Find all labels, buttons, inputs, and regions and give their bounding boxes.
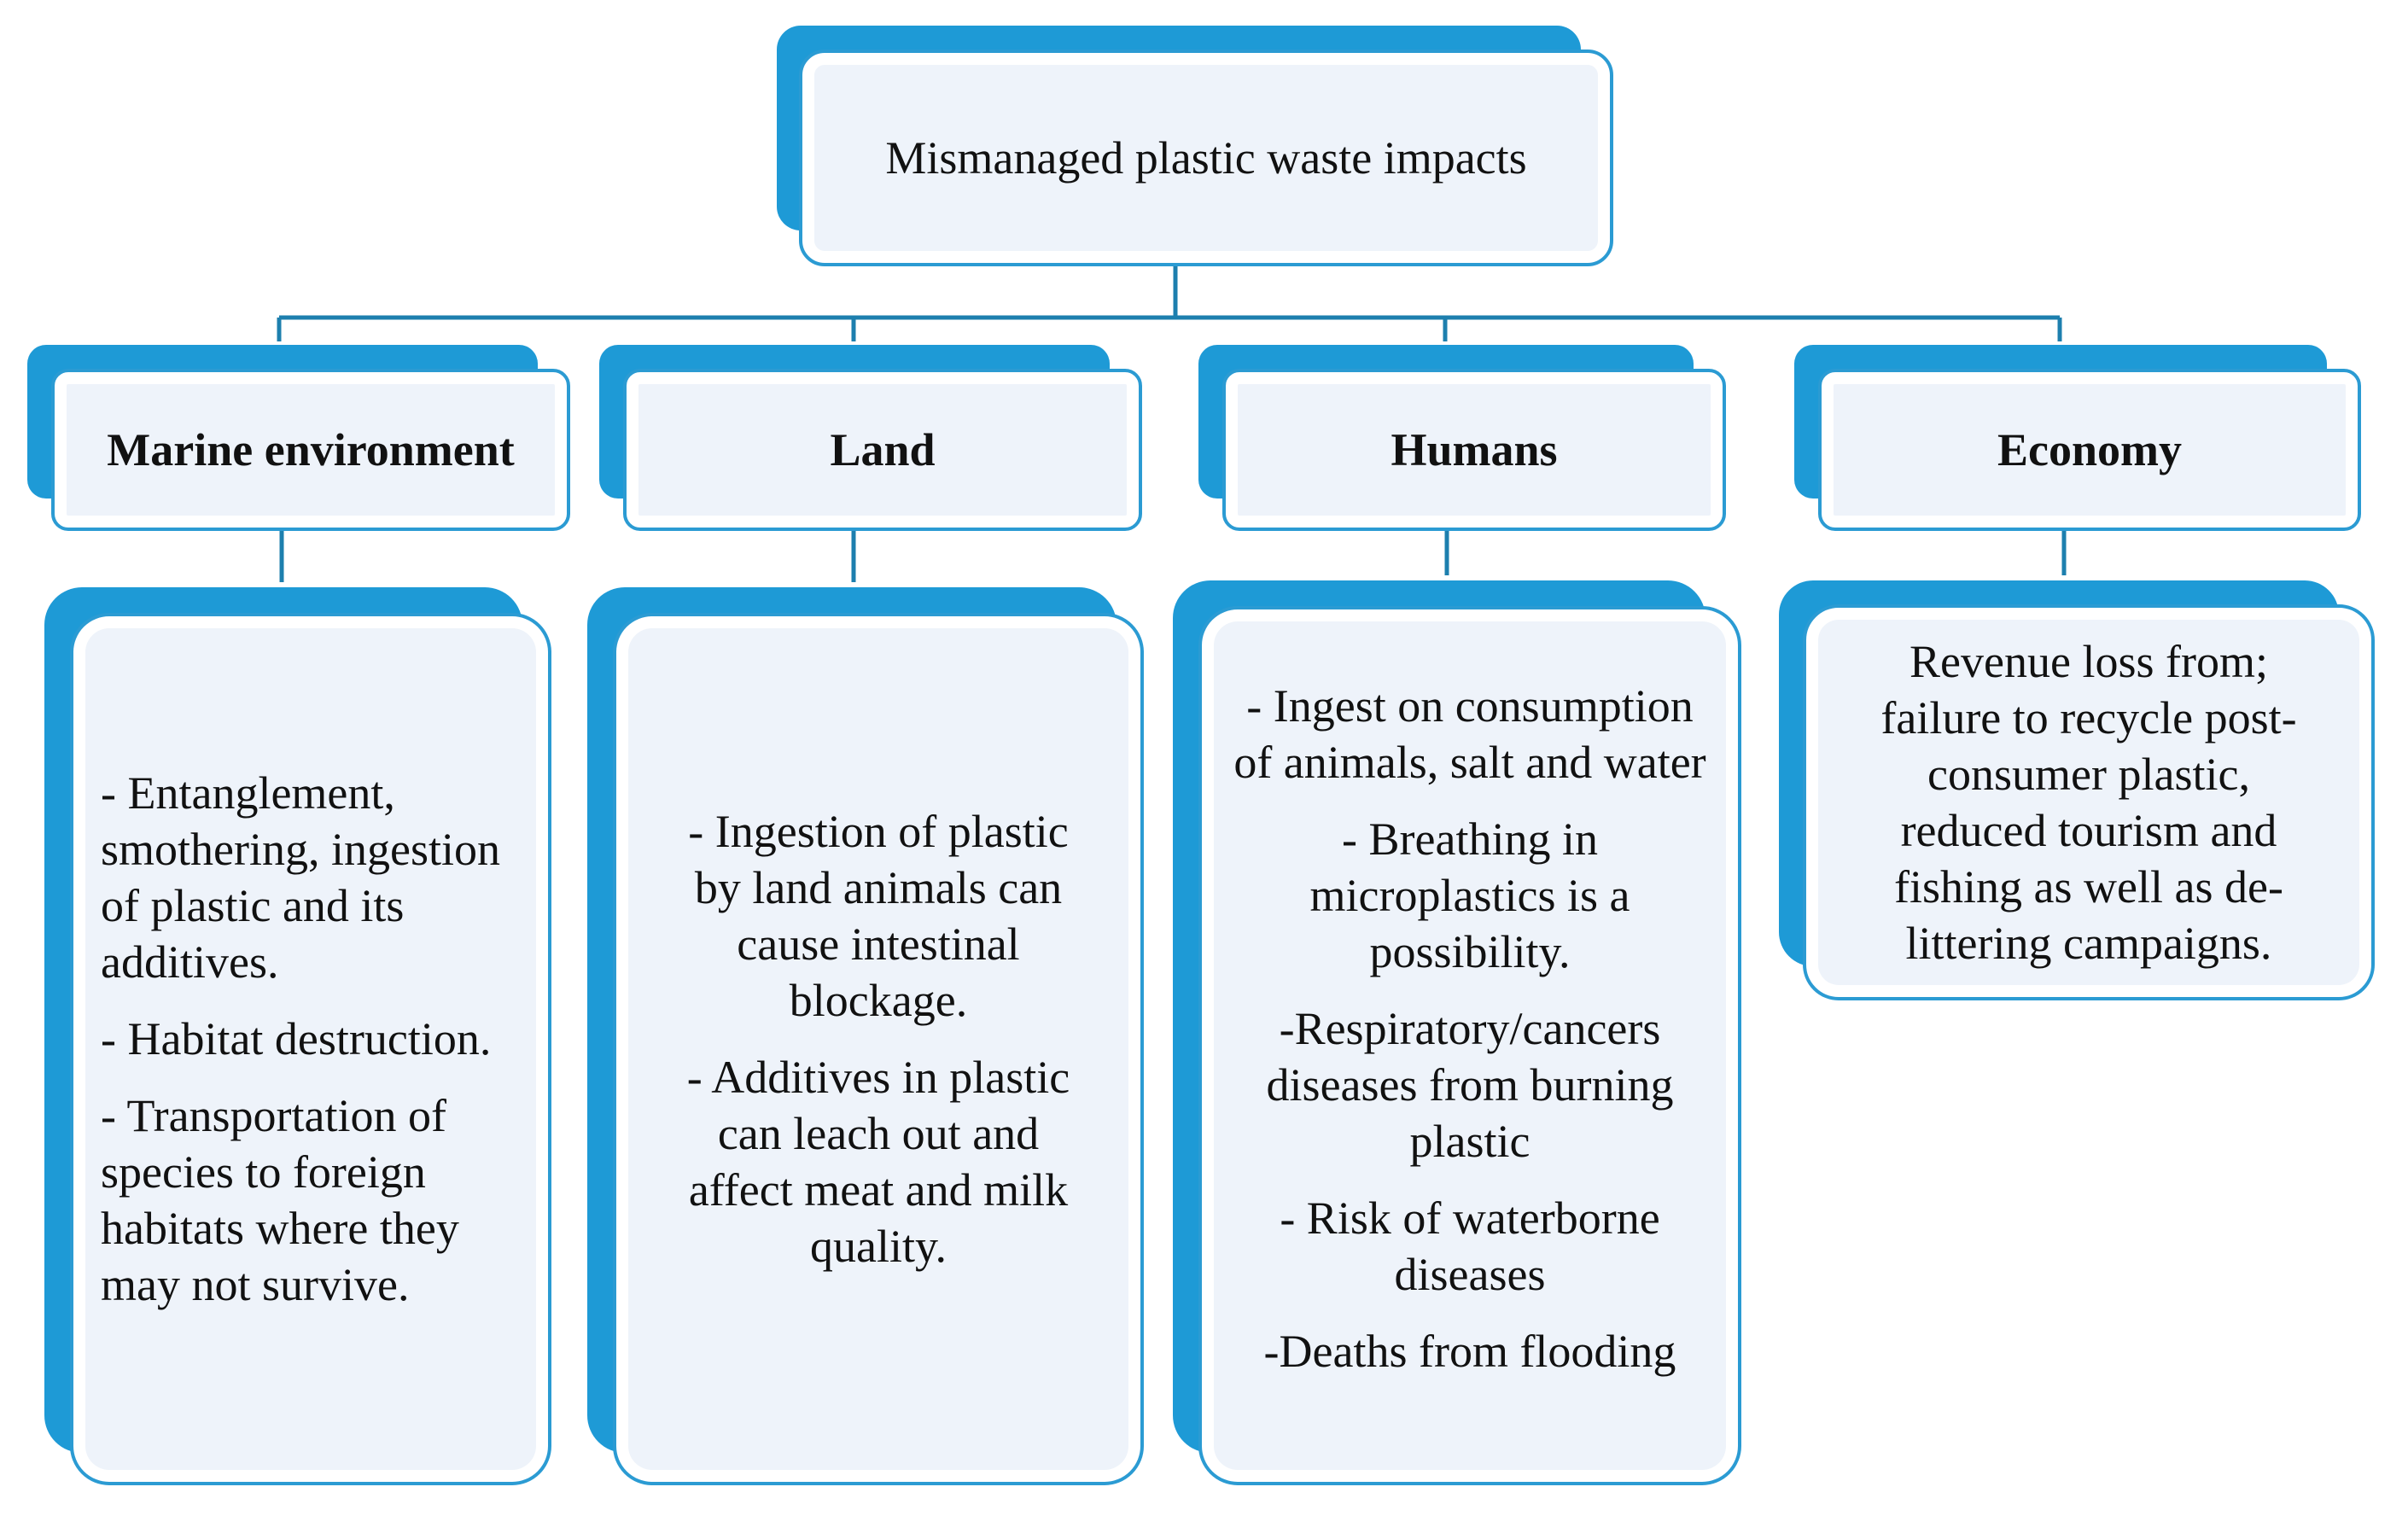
list-item: - Breathing in microplastics is a possib… (1309, 813, 1630, 977)
category-label-land: Land (830, 423, 936, 475)
list-item: Revenue loss from; failure to recycle po… (1880, 636, 2297, 969)
detail-list-economy: Revenue loss from; failure to recycle po… (1850, 633, 2328, 971)
list-item: -Deaths from flooding (1263, 1326, 1676, 1377)
list-item: - Transportation of species to foreign h… (101, 1090, 459, 1310)
list-item: - Habitat destruction. (101, 1013, 492, 1064)
list-item: - Risk of waterborne diseases (1280, 1192, 1660, 1300)
detail-list-humans: - Ingest on consumption of animals, salt… (1227, 678, 1713, 1379)
list-item: -Respiratory/cancers diseases from burni… (1266, 1003, 1674, 1167)
category-label-humans: Humans (1391, 423, 1558, 475)
category-label-economy: Economy (1997, 423, 2182, 475)
list-item: - Additives in plastic can leach out and… (686, 1052, 1070, 1272)
category-label-marine: Marine environment (107, 423, 515, 475)
list-item: - Ingest on consumption of animals, salt… (1233, 680, 1706, 788)
root-label: Mismanaged plastic waste impacts (885, 131, 1527, 184)
detail-list-marine: - Entanglement, smothering, ingestion of… (101, 765, 528, 1333)
list-item: - Entanglement, smothering, ingestion of… (101, 767, 500, 988)
detail-list-land: - Ingestion of plastic by land animals c… (661, 803, 1096, 1295)
list-item: - Ingestion of plastic by land animals c… (688, 806, 1069, 1026)
